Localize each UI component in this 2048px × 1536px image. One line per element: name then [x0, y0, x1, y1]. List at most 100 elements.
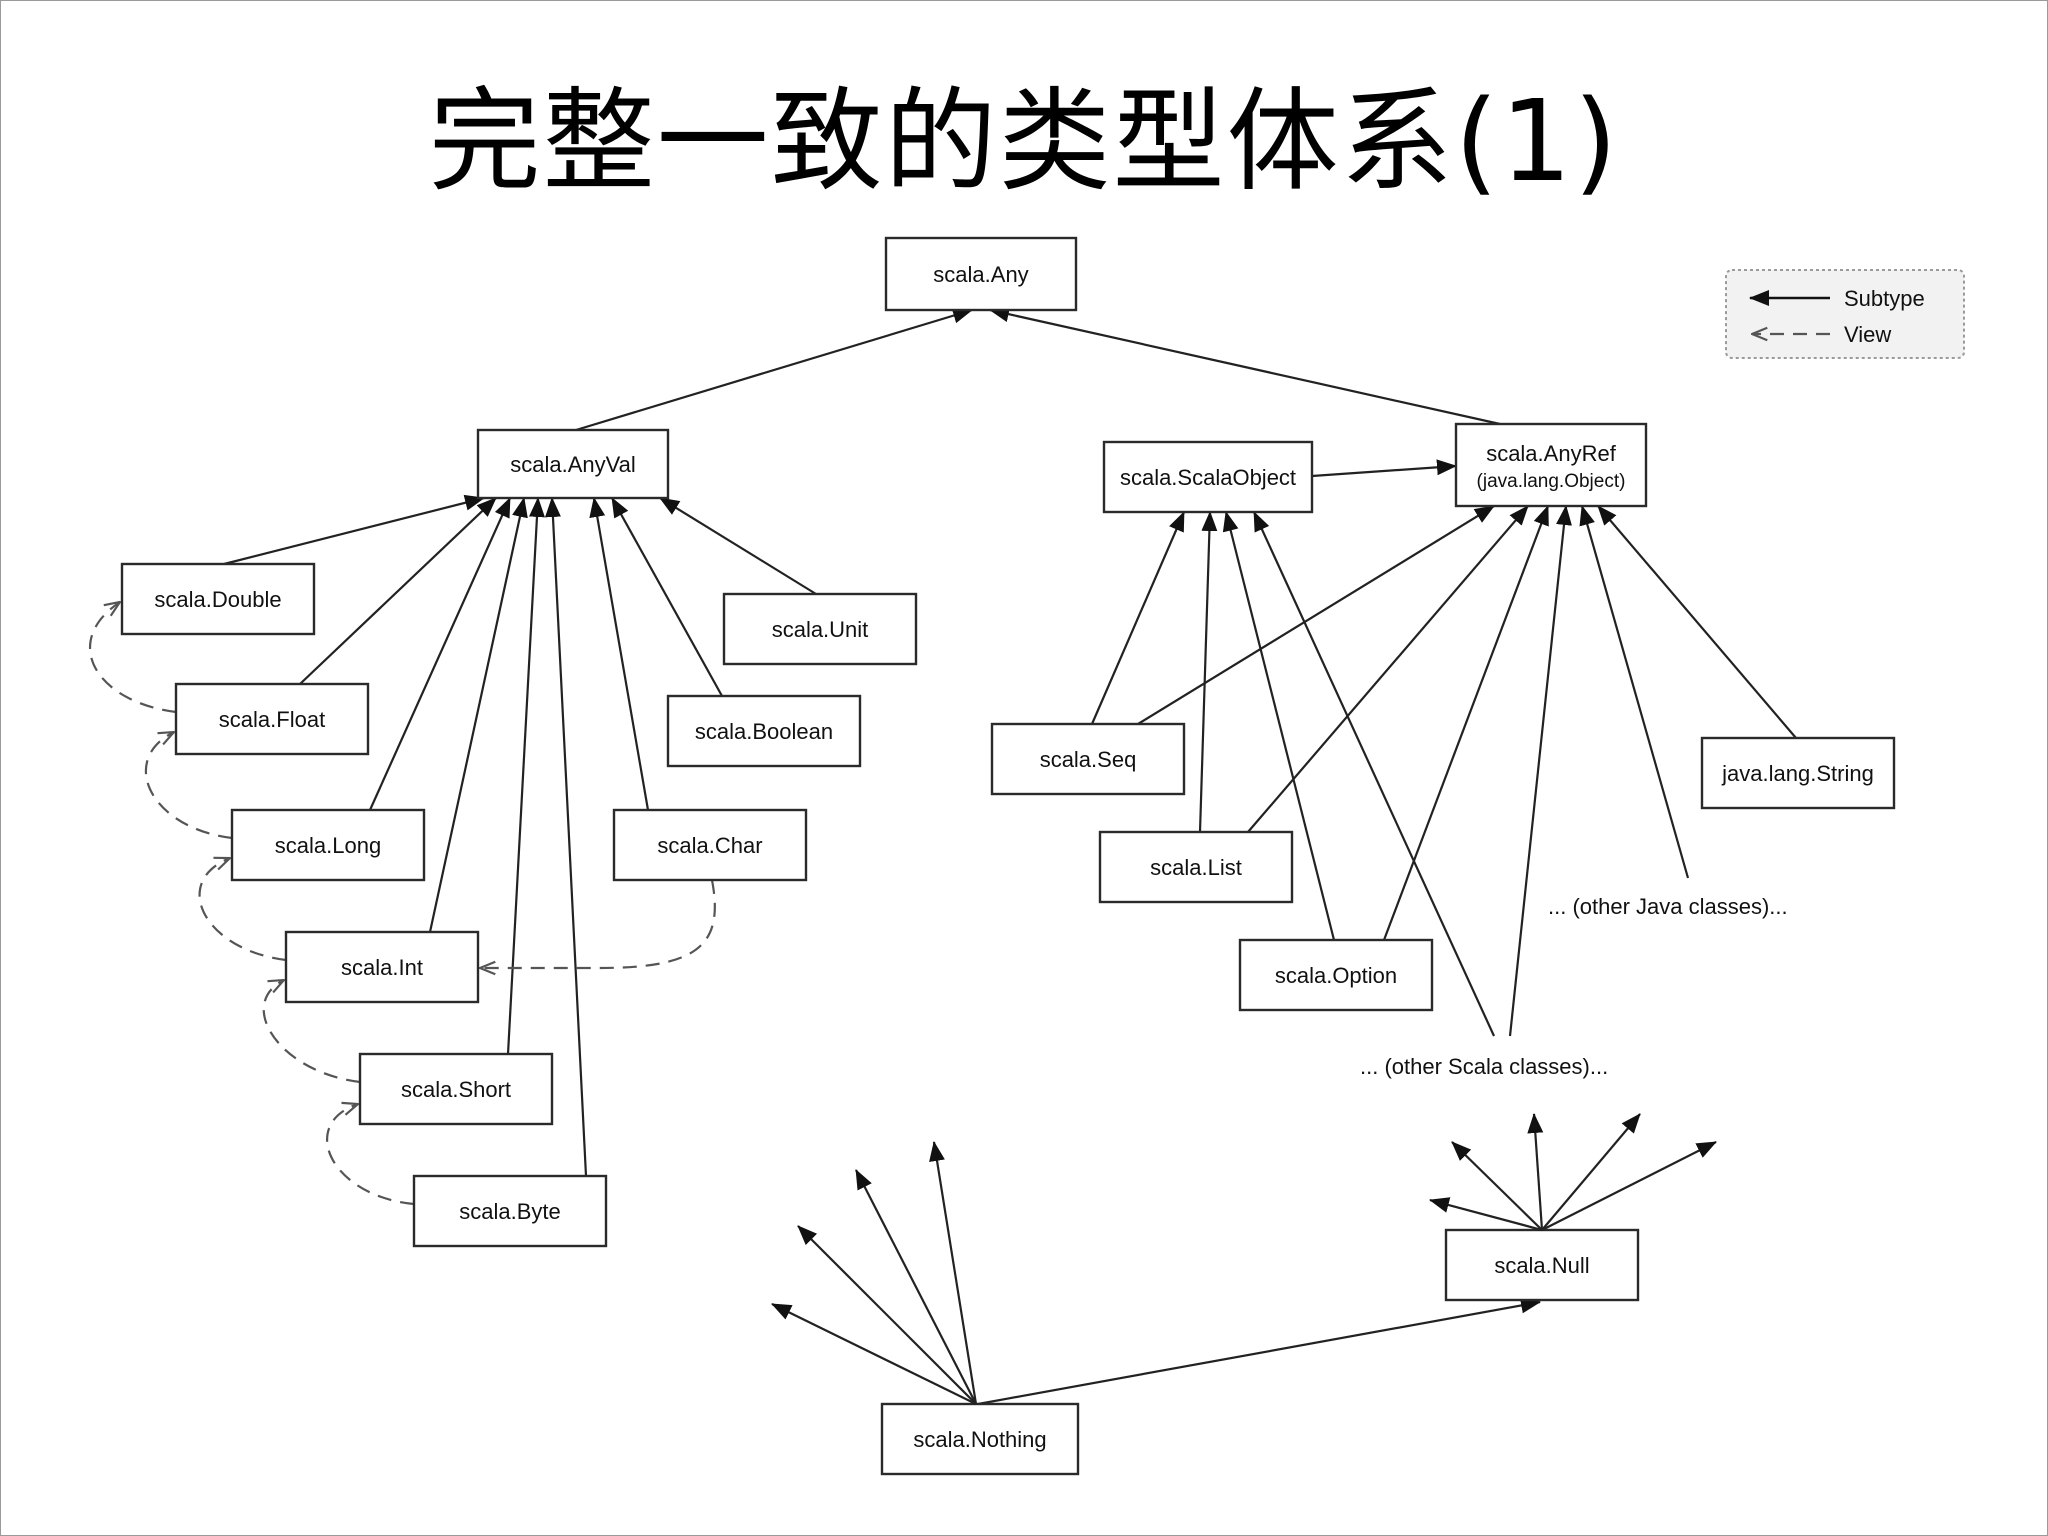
node-box	[884, 236, 1078, 312]
view-edge-int-to-long	[198, 858, 287, 962]
node-box	[476, 428, 670, 500]
node-label: scala.Nothing	[913, 1427, 1046, 1452]
node-box	[358, 1052, 554, 1126]
node-label: scala.Long	[275, 833, 381, 858]
node-long: scala.Long	[230, 808, 426, 882]
node-label: scala.Null	[1494, 1253, 1589, 1278]
subtype-edge-char-to-anyval	[589, 497, 650, 811]
subtype-edge-option-to-scalaobject	[1222, 511, 1336, 941]
node-box	[1238, 938, 1434, 1012]
edges-layer	[223, 306, 1797, 1406]
node-double: scala.Double	[120, 562, 316, 636]
node-label: scala.Short	[401, 1077, 511, 1102]
null-arrow-0	[1429, 1197, 1543, 1232]
node-null: scala.Null	[1444, 1228, 1640, 1302]
other-java-classes-label: ... (other Java classes)...	[1548, 894, 1788, 919]
node-any: scala.Any	[884, 236, 1078, 312]
node-box	[412, 1174, 608, 1248]
subtype-edge-short-to-anyval	[506, 497, 545, 1055]
view-edge-char-to-int	[480, 879, 716, 968]
node-box	[230, 808, 426, 882]
node-label: scala.Any	[933, 262, 1028, 287]
node-box	[1454, 422, 1648, 508]
subtype-edge-seq-to-scalaobject	[1090, 511, 1186, 725]
legend-box	[1725, 269, 1965, 359]
node-label: scala.ScalaObject	[1120, 465, 1296, 490]
subtype-edge-list-to-scalaobject	[1198, 511, 1218, 833]
node-option: scala.Option	[1238, 938, 1434, 1012]
node-anyref: scala.AnyRef (java.lang.Object)	[1454, 422, 1648, 508]
nothing-arrow-1	[797, 1225, 977, 1405]
legend: Subtype View	[1725, 269, 1965, 359]
subtype-edge-double-to-anyval	[223, 494, 485, 566]
node-char: scala.Char	[612, 808, 808, 882]
node-box	[1700, 736, 1896, 810]
node-int: scala.Int	[284, 930, 480, 1004]
subtype-edge-string-to-anyref	[1597, 505, 1797, 739]
node-label: (java.lang.Object)	[1477, 471, 1626, 492]
view-edge-short-to-int	[262, 980, 361, 1084]
node-label: scala.Byte	[459, 1199, 561, 1224]
subtype-edge-list-to-anyref	[1247, 505, 1529, 833]
node-label: scala.Boolean	[695, 719, 833, 744]
node-anyval: scala.AnyVal	[476, 428, 670, 500]
node-box	[990, 722, 1186, 796]
view-edges-layer	[88, 602, 716, 1206]
nothing-subtype-arrows	[771, 1141, 978, 1405]
null-arrow-1	[1451, 1141, 1543, 1231]
view-edge-float-to-double	[88, 602, 177, 714]
node-box	[284, 930, 480, 1004]
subtype-edge-float-to-anyval	[299, 497, 497, 685]
null-subtype-arrows	[1429, 1113, 1717, 1232]
page-title: 完整一致的类型体系(1)	[428, 77, 1620, 207]
node-box	[666, 694, 862, 768]
node-box	[174, 682, 370, 756]
node-box	[722, 592, 918, 666]
subtype-edge-boolean-to-anyval	[611, 497, 723, 697]
node-label: scala.AnyVal	[510, 452, 636, 477]
subtype-edge-unit-to-anyval	[659, 497, 817, 595]
node-label: scala.Seq	[1040, 747, 1137, 772]
node-box	[1102, 440, 1314, 514]
subtype-edge-long-to-anyval	[368, 497, 512, 811]
node-box	[120, 562, 316, 636]
subtype-edge-byte-to-anyval	[544, 497, 588, 1177]
node-label: scala.Char	[657, 833, 762, 858]
node-scalaobject: scala.ScalaObject	[1102, 440, 1314, 514]
subtype-edge-seq-to-anyref	[1137, 505, 1495, 725]
node-label: scala.Option	[1275, 963, 1397, 988]
subtype-edge-nothing-to-null	[977, 1297, 1541, 1406]
node-byte: scala.Byte	[412, 1174, 608, 1248]
nothing-arrow-2	[855, 1169, 977, 1405]
node-label: scala.Double	[154, 587, 281, 612]
null-arrow-3	[1541, 1113, 1641, 1231]
subtype-edge-other_scala-to-scalaobject	[1252, 511, 1496, 1037]
subtype-edge-option-to-anyref	[1382, 505, 1550, 941]
nothing-arrow-0	[771, 1303, 977, 1405]
node-label: java.lang.String	[1721, 761, 1874, 786]
null-arrow-2	[1527, 1113, 1544, 1231]
nodes-layer: scala.Any scala.AnyVal scala.ScalaObject sc…	[120, 236, 1896, 1476]
subtype-edge-int-to-anyval	[428, 497, 528, 933]
subtype-edge-scalaobject-to-anyref	[1311, 459, 1457, 478]
node-boolean: scala.Boolean	[666, 694, 862, 768]
nothing-arrow-3	[929, 1141, 978, 1405]
node-box	[612, 808, 808, 882]
node-label: scala.Unit	[772, 617, 869, 642]
node-label: scala.AnyRef	[1486, 441, 1617, 466]
node-seq: scala.Seq	[990, 722, 1186, 796]
legend-view-label: View	[1844, 322, 1891, 347]
subtype-edge-other_scala-to-anyref	[1508, 505, 1572, 1037]
node-unit: scala.Unit	[722, 592, 918, 666]
view-edge-byte-to-short	[326, 1104, 415, 1206]
subtype-edge-anyval-to-any	[575, 307, 973, 432]
node-float: scala.Float	[174, 682, 370, 756]
node-label: scala.List	[1150, 855, 1242, 880]
node-short: scala.Short	[358, 1052, 554, 1126]
node-box	[1098, 830, 1294, 904]
subtype-edge-anyref-to-any	[989, 306, 1501, 426]
node-label: scala.Float	[219, 707, 325, 732]
node-nothing: scala.Nothing	[880, 1402, 1080, 1476]
node-box	[880, 1402, 1080, 1476]
